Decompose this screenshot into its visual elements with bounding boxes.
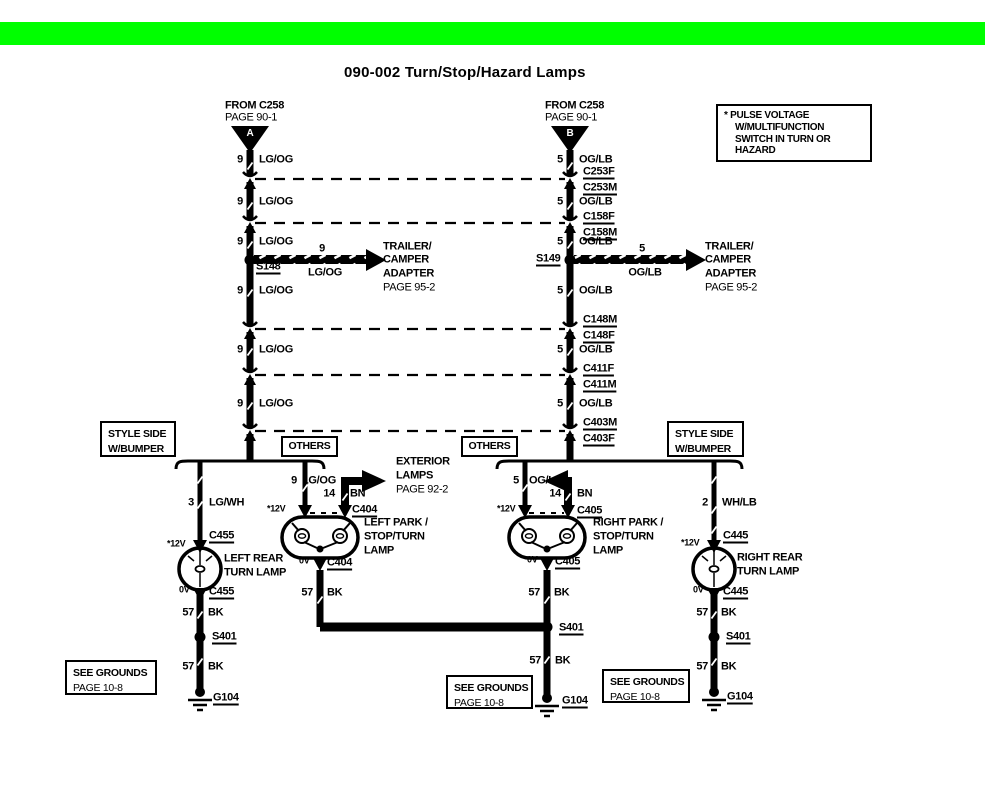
connector-male-half <box>244 328 256 339</box>
wire-tick <box>543 655 551 665</box>
wire-tick <box>196 610 204 620</box>
top-green-bar <box>0 22 985 45</box>
splice-dot <box>541 621 553 633</box>
wire-tick <box>566 401 574 411</box>
exterior-lamps-feed-left <box>338 470 386 518</box>
wire-tick <box>710 657 718 667</box>
left-park-stop-turn-lamp <box>280 515 360 560</box>
connector-male-half <box>244 178 256 189</box>
lamp-exit-arrows <box>193 558 721 601</box>
splice-dots <box>194 254 720 643</box>
wire-tick <box>246 161 254 171</box>
wire-tick <box>566 288 574 298</box>
wire-tick <box>301 483 309 493</box>
wire-tick <box>543 595 551 605</box>
wire-tick <box>196 500 204 510</box>
connector-female-half <box>562 423 578 430</box>
wire-tick <box>566 201 574 211</box>
lamp-entry-arrows <box>193 505 721 553</box>
right-park-stop-turn-lamp <box>507 515 587 560</box>
wire-tick <box>521 483 529 493</box>
connector-male-half <box>244 374 256 385</box>
wire-tick <box>316 595 324 605</box>
wire-tick <box>246 201 254 211</box>
branch-bracket-left <box>174 459 326 470</box>
connector-female-half <box>242 215 258 222</box>
right-rear-turn-lamp <box>691 546 737 592</box>
wire-tick <box>246 240 254 250</box>
connector-male-half <box>564 328 576 339</box>
wire-tick <box>196 657 204 667</box>
wire-tick <box>564 492 572 502</box>
branch-bracket-right <box>495 459 744 470</box>
wire-tick <box>341 492 349 502</box>
page-title: 090-002 Turn/Stop/Hazard Lamps <box>344 64 586 81</box>
connector-female-half <box>562 321 578 328</box>
inline-connector-symbols <box>242 171 578 441</box>
left-rear-turn-lamp <box>177 546 223 592</box>
wire-tick <box>246 401 254 411</box>
connector-female-half <box>242 321 258 328</box>
connector-male-half <box>564 374 576 385</box>
ground-symbols <box>188 687 726 718</box>
connector-female-half <box>242 367 258 374</box>
connector-female-half <box>242 423 258 430</box>
connector-male-half <box>244 430 256 441</box>
trailer-adapter-arrow-left <box>254 249 386 271</box>
wire-tick <box>566 347 574 357</box>
connector-male-half <box>244 222 256 233</box>
wire-tick <box>246 347 254 357</box>
wire-tick <box>710 610 718 620</box>
connector-female-half <box>242 171 258 178</box>
wire-tick <box>196 475 204 485</box>
main-trunk-wires <box>246 150 574 461</box>
wire-tick <box>710 505 718 515</box>
connector-female-half <box>562 367 578 374</box>
harness-dashed-lines <box>255 177 566 433</box>
connector-female-half <box>562 171 578 178</box>
connector-female-half <box>562 215 578 222</box>
branch-wires <box>197 461 717 547</box>
splice-dot <box>194 631 206 643</box>
source-triangle-a <box>231 126 269 153</box>
ground-dot <box>195 687 205 697</box>
wire-tick-marks <box>196 161 718 667</box>
ground-dot <box>709 687 719 697</box>
trailer-adapter-arrow-right <box>574 249 706 271</box>
wire-tick <box>566 161 574 171</box>
splice-dot <box>708 631 720 643</box>
wire-tick <box>710 525 718 535</box>
ground-dot <box>542 693 552 703</box>
source-triangle-b <box>551 126 589 153</box>
exterior-lamps-feed-right <box>544 470 575 518</box>
splice-dot <box>244 254 256 266</box>
wire-tick <box>710 475 718 485</box>
connector-male-half <box>564 178 576 189</box>
connector-male-half <box>564 430 576 441</box>
splice-dot <box>564 254 576 266</box>
connector-male-half <box>564 222 576 233</box>
wire-tick <box>246 288 254 298</box>
wire-tick <box>566 240 574 250</box>
ground-side-wires <box>196 570 718 698</box>
